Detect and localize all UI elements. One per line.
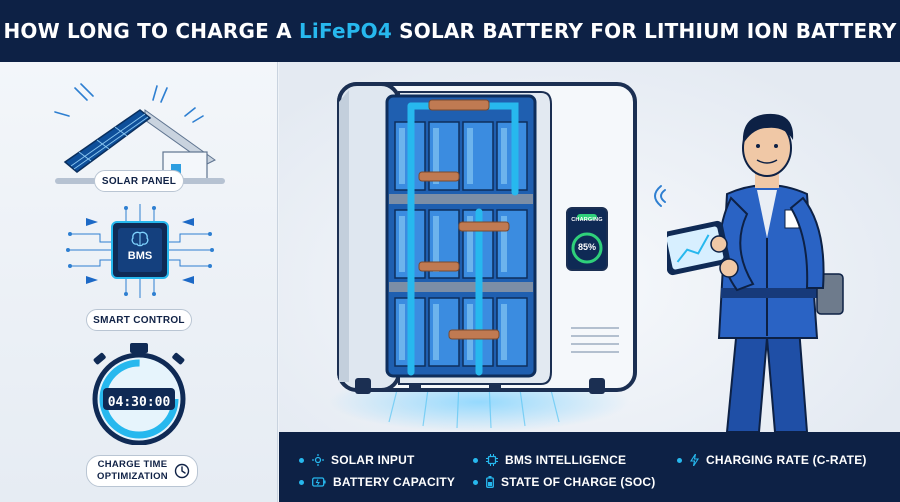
charge-time-line1: CHARGE TIME [97,459,168,470]
battery-icon [312,477,326,487]
charge-time-label: CHARGE TIME OPTIMIZATION [86,455,198,487]
bms-chip-illustration [66,204,214,298]
bullet-dot [299,457,304,463]
charge-time-text: CHARGE TIME OPTIMIZATION [97,459,168,483]
legend-charging-rate: CHARGING RATE (C-RATE) [677,453,867,467]
sun-icon [312,454,324,466]
lightning-icon [690,454,699,466]
header-bar: HOW LONG TO CHARGE A LiFePO4 SOLAR BATTE… [0,0,900,62]
charging-status-text: CHARGING [571,217,603,223]
title-prefix: HOW LONG TO CHARGE A [3,19,299,43]
title-suffix: SOLAR BATTERY FOR LITHIUM ION BATTERY [391,19,897,43]
technician-illustration [667,113,844,432]
legend-solar-input: SOLAR INPUT [299,453,415,467]
soc-battery-icon [486,476,494,488]
legend-state-of-charge: STATE OF CHARGE (SOC) [473,475,655,489]
bullet-dot [473,457,478,463]
timer-display: 04:30:00 [107,395,171,410]
chip-icon [486,454,498,466]
bullet-dot [677,457,682,463]
legend-bms-intelligence: BMS INTELLIGENCE [473,453,626,467]
legend-battery-capacity-label: BATTERY CAPACITY [333,475,456,489]
main-illustration: CHARGING 85% [279,62,900,432]
left-panel: SOLAR PANEL BMS SMART CONTROL [0,62,278,502]
battery-cabinet [337,82,637,394]
legend-bms-intelligence-label: BMS INTELLIGENCE [505,453,627,467]
legend-charging-rate-label: CHARGING RATE (C-RATE) [706,453,867,467]
bms-chip-text: BMS [127,250,153,262]
bullet-dot [473,479,478,485]
legend-bar: SOLAR INPUT BATTERY CAPACITY BMS INTELLI… [279,432,900,502]
solar-panel-label: SOLAR PANEL [94,170,184,192]
charge-time-line2: OPTIMIZATION [97,471,168,482]
clock-icon [174,463,190,479]
smart-control-label: SMART CONTROL [86,309,192,331]
page-title: HOW LONG TO CHARGE A LiFePO4 SOLAR BATTE… [3,19,896,43]
bullet-dot [299,479,304,485]
title-accent: LiFePO4 [298,19,392,43]
legend-battery-capacity: BATTERY CAPACITY [299,475,455,489]
brain-icon [131,231,149,247]
legend-state-of-charge-label: STATE OF CHARGE (SOC) [501,475,656,489]
stopwatch-illustration [92,343,186,445]
legend-solar-input-label: SOLAR INPUT [331,453,415,467]
soc-readout: 85% [577,242,596,252]
wifi-signal-icon [654,185,666,207]
